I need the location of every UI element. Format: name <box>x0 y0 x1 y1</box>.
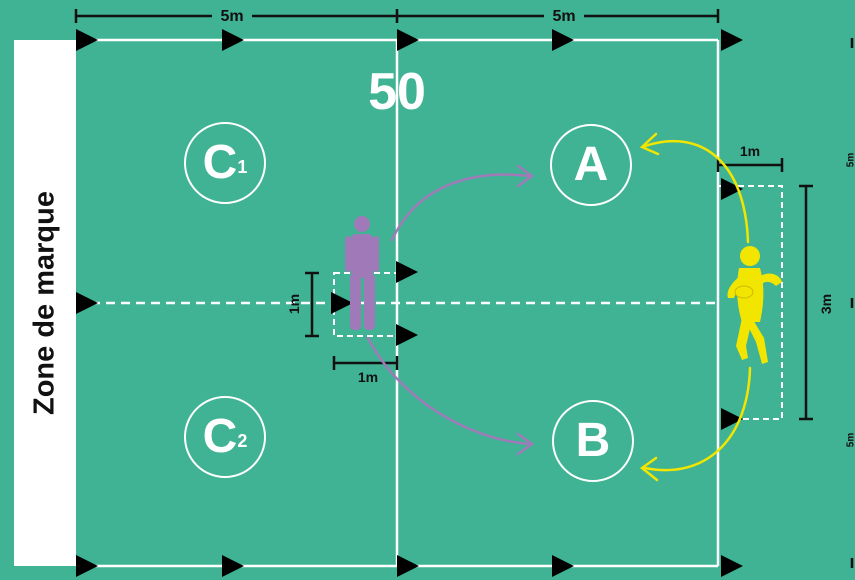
marker-a-label: A <box>573 138 609 191</box>
dimension-top-left: 5m <box>220 8 244 25</box>
cone-icon <box>552 29 574 51</box>
cones <box>76 29 743 577</box>
attacker-player-icon <box>345 216 379 330</box>
cone-icon <box>222 555 244 577</box>
marker-c1-letter: C <box>202 136 238 189</box>
attacker-path-to-a <box>390 173 532 242</box>
defender-path-to-b <box>643 366 752 472</box>
marker-c2-index: 2 <box>237 431 248 451</box>
cone-icon <box>222 29 244 51</box>
defender-path-to-a <box>643 140 750 244</box>
cone-icon <box>331 292 353 314</box>
dimension-right-box-height: 3m <box>818 293 834 315</box>
cone-icon <box>721 408 743 430</box>
dimension-right-box-width: 1m <box>739 143 761 159</box>
pitch-number: 50 <box>368 63 426 121</box>
defender-arrowhead-a <box>639 132 660 156</box>
try-zone-label: Zone de marque <box>28 191 61 415</box>
cone-icon <box>721 178 743 200</box>
defender-player-icon <box>727 246 782 364</box>
dimension-lines <box>74 9 854 568</box>
marker-b-label: B <box>575 414 611 467</box>
cone-icon <box>721 555 743 577</box>
cone-icon <box>397 555 419 577</box>
cone-icon <box>552 555 574 577</box>
marker-c1-index: 1 <box>237 157 248 177</box>
cone-icon <box>721 29 743 51</box>
cone-icon <box>76 555 98 577</box>
attacker-arrowhead-b <box>516 432 535 456</box>
dimension-box-height: 1m <box>286 293 302 315</box>
dimension-top-right: 5m <box>552 8 576 25</box>
dimension-edge-top: 5m <box>845 152 855 168</box>
attacker-paths <box>366 164 535 456</box>
attacker-path-to-b <box>366 336 532 446</box>
dimension-edge-bottom: 5m <box>845 432 855 448</box>
cone-icon <box>76 292 98 314</box>
try-zone <box>14 40 76 566</box>
marker-c2-letter: C <box>202 410 238 463</box>
marker-a: A <box>550 124 632 206</box>
dimension-box-width: 1m <box>357 369 379 385</box>
defender-paths <box>639 132 752 482</box>
marker-b: B <box>552 400 634 482</box>
defender-box <box>717 185 783 420</box>
defender-arrowhead-b <box>639 456 659 482</box>
cone-icon <box>397 29 419 51</box>
cone-icon <box>76 29 98 51</box>
attacker-arrowhead-a <box>516 164 535 188</box>
cone-icon <box>396 261 418 283</box>
cone-icon <box>396 324 418 346</box>
